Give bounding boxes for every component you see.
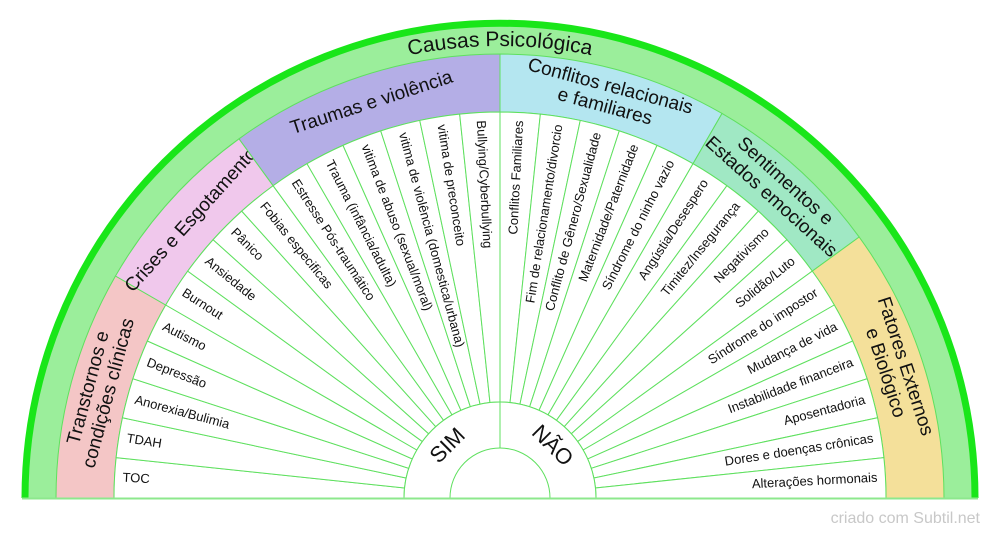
outer-ring bbox=[21, 19, 979, 499]
watermark: criado com Subtil.net bbox=[830, 510, 980, 527]
center-ring-band bbox=[403, 401, 597, 499]
outer-ring-border bbox=[21, 19, 979, 499]
item-ring: TOCTDAHAnorexia/BulimiaDepressãoAutismoB… bbox=[113, 111, 887, 499]
item-label: Conflitos Familiares bbox=[505, 120, 526, 235]
item-label: TDAH bbox=[126, 430, 163, 450]
item-label: Bullying/Cyberbullying bbox=[474, 120, 496, 249]
item-label: TOC bbox=[122, 470, 150, 486]
item-label: Alterações hormonais bbox=[751, 470, 878, 492]
